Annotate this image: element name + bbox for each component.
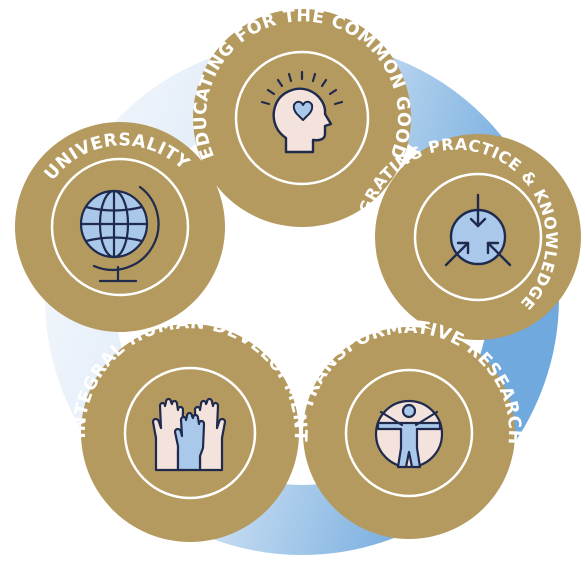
medallion-inner-ring [50,157,190,297]
vitruvian-figure-icon [374,399,444,469]
medallion-inner-ring [123,366,257,500]
medallion-research: TRANSFORMATIVE RESEARCH [297,318,524,539]
raised-hands-icon [151,397,227,472]
globe-icon [79,185,160,283]
medallion-inner-ring [234,50,370,186]
converging-arrows-icon [444,193,512,267]
medallion-human-development: INTEGRAL HUMAN DEVELOPMENT [70,313,309,542]
medallion-universality: UNIVERSALITY [15,122,225,332]
medallion-inner-ring [344,368,474,498]
head-heart-icon [260,70,344,154]
medallion-integrating: INTEGRATING PRACTICE & KNOWLEDGE [351,134,581,340]
medallion-inner-ring [413,172,543,302]
